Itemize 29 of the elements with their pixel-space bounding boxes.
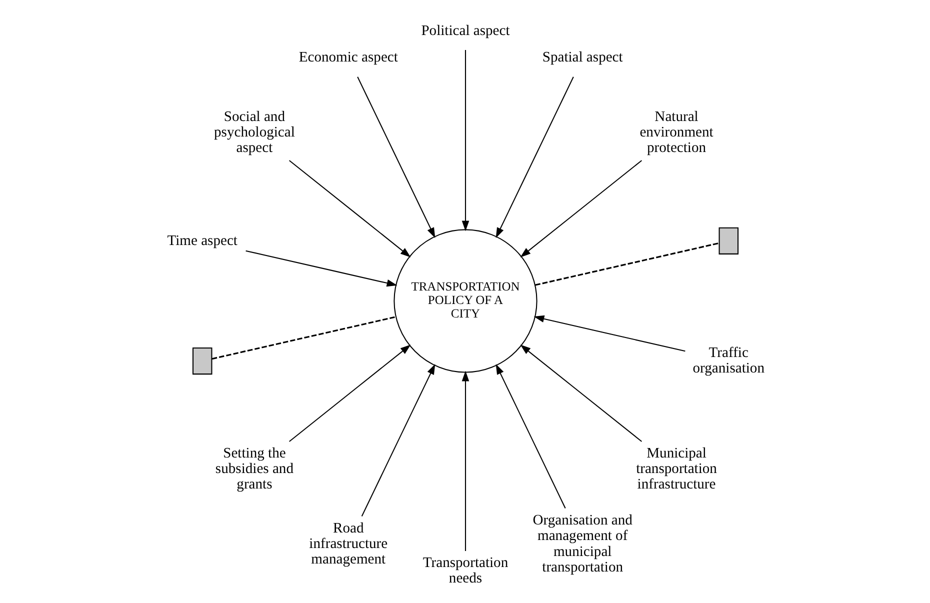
arrow (461, 370, 469, 552)
node-text: Setting the subsidies and grants (214, 446, 294, 493)
arrow (288, 160, 410, 258)
node-box (718, 227, 738, 254)
node-text: Traffic organisation (692, 345, 764, 377)
arrow (533, 315, 685, 352)
connector (211, 316, 396, 360)
arrow (356, 76, 435, 238)
node-text: Organisation and management of municipal transportation (532, 512, 632, 576)
node-box (192, 348, 212, 375)
node-circle: TRANSPORTATION POLICY OF A CITY (393, 229, 537, 373)
node-text: Transportation needs (422, 554, 508, 587)
node-text: Time aspect (166, 232, 237, 249)
arrow (495, 364, 566, 508)
arrow (495, 76, 574, 238)
node-text: Natural environment protection (639, 108, 713, 156)
node-text: Spatial aspect (542, 50, 622, 66)
arrow (360, 364, 435, 516)
arrow (288, 344, 410, 442)
node-text: Municipal transportation infrastructure (636, 446, 716, 493)
arrow (461, 50, 469, 232)
node-text: Social and psychological aspect (214, 108, 294, 156)
node-text: Economic aspect (298, 50, 398, 66)
arrow (245, 250, 397, 287)
connector (534, 242, 719, 286)
node-text: Road infrastructure management (308, 520, 388, 568)
node-text: Political aspect (420, 22, 510, 39)
arrow (520, 160, 642, 258)
arrow (520, 344, 642, 442)
